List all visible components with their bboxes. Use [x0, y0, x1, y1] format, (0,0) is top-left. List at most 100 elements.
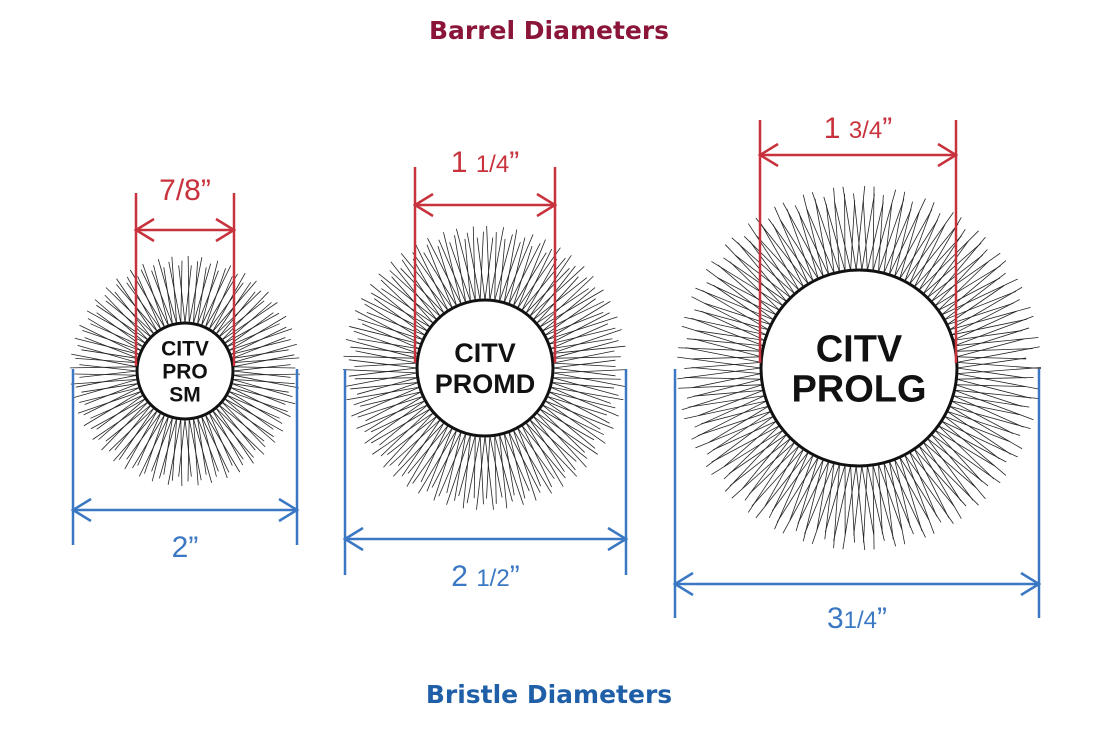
bristle: [208, 412, 244, 460]
bristle: [944, 415, 1000, 460]
bristle: [472, 226, 476, 301]
barrel-dimension-md: 1 1/4”: [412, 146, 558, 363]
bristle-diameter-label-fraction: 1/4: [844, 607, 877, 634]
bristle: [226, 394, 274, 430]
bristle: [400, 253, 449, 312]
bristle: [98, 398, 146, 440]
bristle-arrow: [672, 571, 1042, 597]
bristle: [357, 318, 424, 341]
bristle: [512, 246, 533, 307]
bristle: [228, 315, 287, 352]
bristle: [934, 265, 1001, 307]
bristle: [221, 401, 274, 438]
bristle: [548, 312, 610, 345]
bristle: [913, 224, 946, 288]
bristle: [197, 417, 219, 472]
bristle: [811, 191, 840, 273]
bristle: [952, 395, 1024, 428]
bristle: [684, 377, 762, 380]
bristle: [755, 217, 809, 285]
bristle: [423, 252, 458, 307]
bristle: [539, 275, 594, 328]
bristle: [178, 265, 186, 324]
bristle: [370, 408, 431, 444]
bristle: [824, 462, 835, 540]
bristle: [364, 395, 424, 433]
bristle: [512, 429, 552, 494]
bristle: [694, 395, 766, 428]
bristle: [883, 203, 893, 274]
bristle: [834, 202, 852, 271]
bristle: [930, 252, 1001, 303]
bristle: [686, 378, 762, 399]
bristle: [521, 257, 566, 312]
bristle: [437, 246, 458, 307]
bristle: [552, 350, 615, 364]
bristle: [723, 420, 777, 468]
bristle: [105, 300, 152, 338]
bristle: [941, 420, 1007, 476]
bristle: [114, 291, 152, 338]
bristle-arrow-head-left: [70, 497, 92, 523]
bristle: [878, 194, 884, 272]
bristle: [705, 268, 774, 321]
bristle: [872, 186, 875, 272]
bristle: [938, 425, 995, 480]
bristle: [70, 366, 138, 369]
bristle: [370, 283, 429, 332]
bristle: [798, 211, 819, 279]
bristle: [731, 441, 796, 499]
bristle: [737, 242, 788, 302]
bristle: [144, 414, 166, 474]
bristle: [927, 437, 989, 487]
bristle: [816, 461, 830, 531]
bristle: [370, 404, 428, 433]
bristle: [484, 237, 494, 301]
bristle: [694, 309, 769, 331]
bristle: [814, 198, 830, 275]
bristle: [415, 243, 449, 311]
bristle: [824, 464, 846, 533]
bristle: [151, 417, 173, 472]
bristle: [464, 238, 471, 302]
bristle: [356, 400, 426, 429]
bristle: [546, 301, 611, 341]
bristle: [525, 422, 564, 487]
bristle: [90, 323, 144, 348]
bristle: [433, 429, 458, 501]
bristle: [760, 223, 800, 291]
bristle: [230, 387, 296, 405]
bristle: [476, 237, 486, 301]
bristle-arrow-head-left: [342, 526, 364, 552]
bristle: [552, 362, 616, 367]
bristle: [221, 291, 269, 341]
bristle: [878, 463, 903, 530]
bristle: [81, 383, 139, 393]
bristle: [83, 387, 141, 416]
bristle: [866, 465, 885, 541]
bristle: [188, 418, 202, 481]
bristle: [909, 223, 959, 285]
bristle: [684, 400, 767, 420]
bristle: [218, 404, 265, 442]
bristle: [126, 412, 162, 460]
bristle: [706, 410, 772, 455]
bristle: [946, 410, 1021, 436]
bristle: [552, 359, 616, 369]
bristle: [930, 236, 986, 302]
bristle: [356, 377, 418, 395]
bristle: [503, 433, 530, 492]
bristle: [551, 382, 611, 404]
barrel-circle-md: [415, 298, 555, 438]
bristle: [731, 237, 796, 295]
bristle: [724, 429, 784, 492]
bristle: [201, 260, 219, 326]
barrel-dimension-sm: 7/8”: [133, 174, 237, 366]
bristle: [744, 438, 792, 501]
bristle: [706, 282, 777, 316]
bristle: [486, 435, 491, 499]
bristle: [357, 338, 420, 350]
bristle: [862, 200, 868, 271]
bristle: [350, 382, 419, 390]
bristle: [888, 198, 926, 275]
